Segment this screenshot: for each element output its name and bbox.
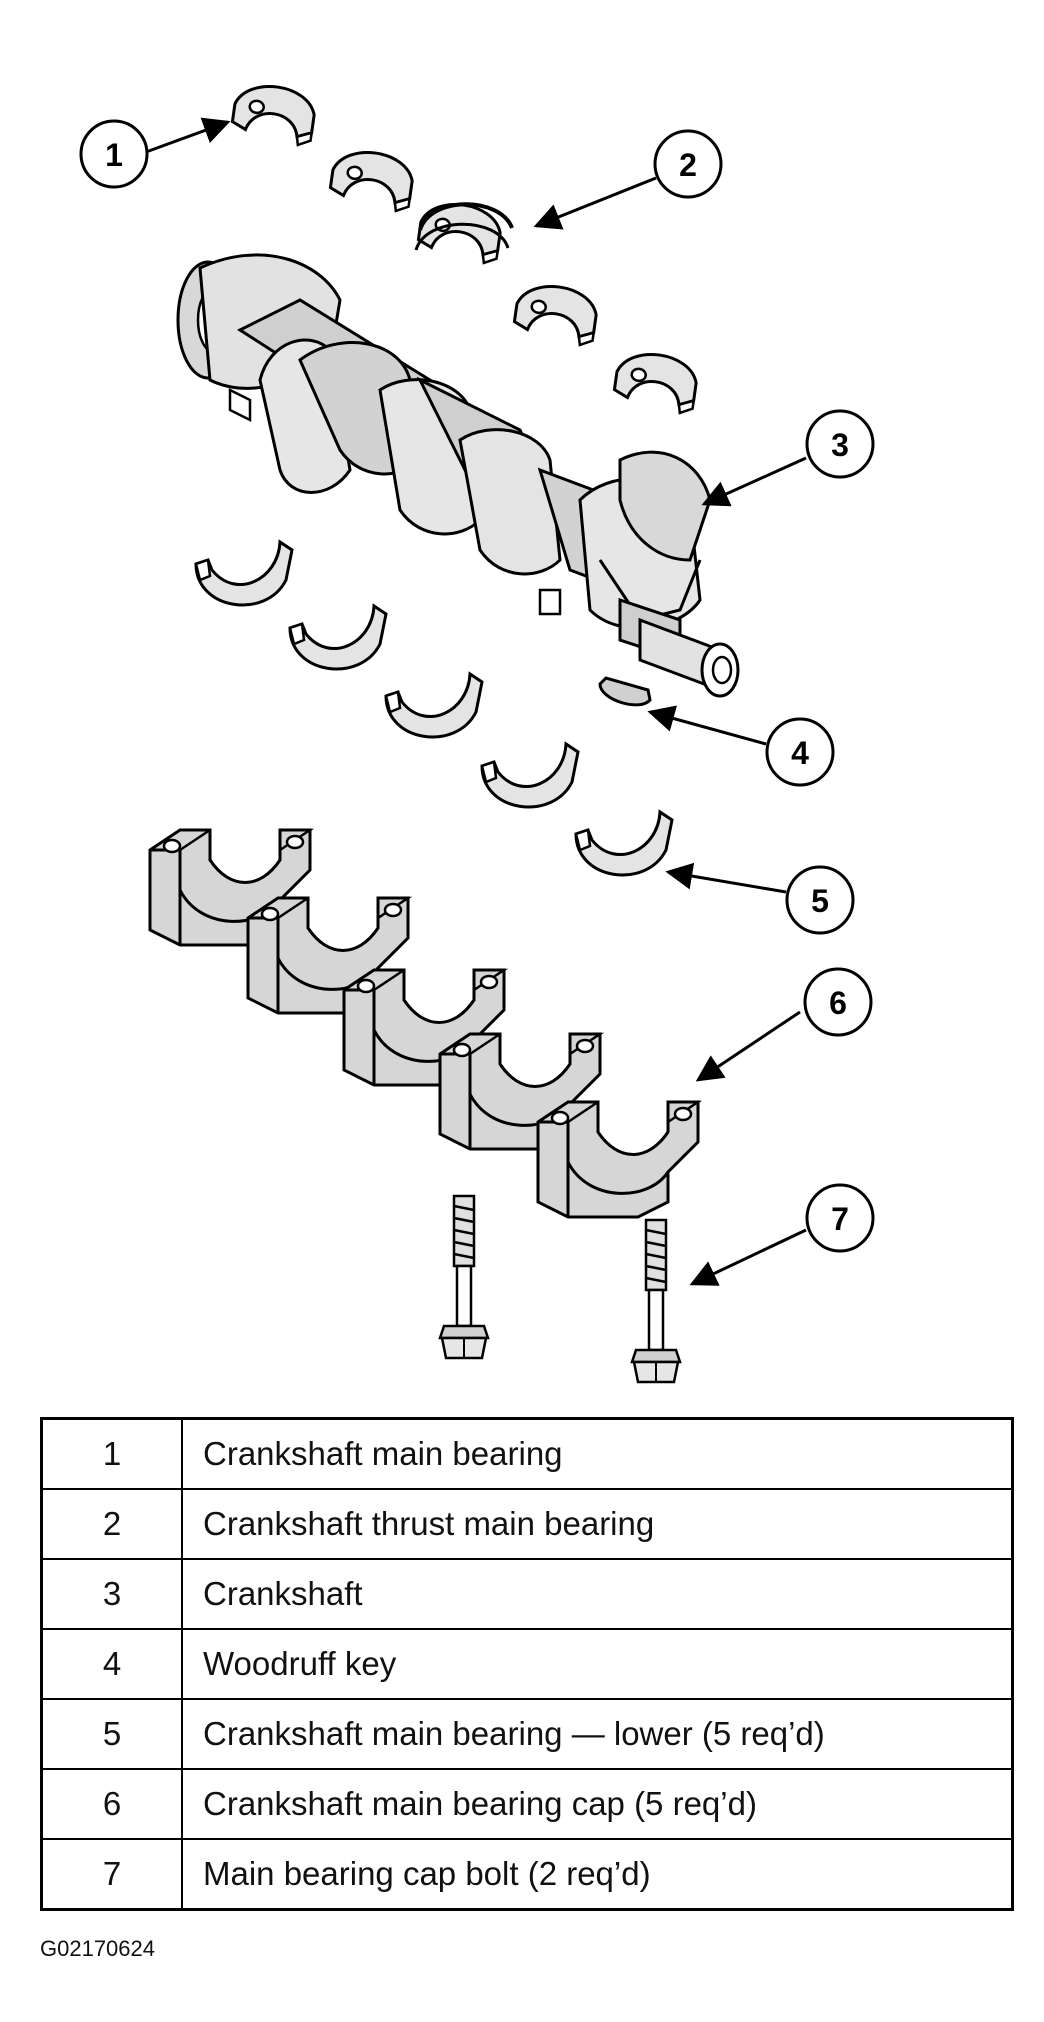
- upper-main-bearing-1: [228, 80, 319, 149]
- lower-main-bearing-3: [384, 672, 484, 739]
- legend-number: 3: [40, 1558, 183, 1630]
- table-row: 3 Crankshaft: [40, 1558, 1014, 1630]
- bearing-cap-5: [536, 1100, 700, 1219]
- exploded-view-illustration: 1 2 3 4 5 6 7: [79, 80, 875, 1384]
- legend-number: 6: [40, 1768, 183, 1840]
- legend-number: 7: [40, 1838, 183, 1911]
- upper-main-bearing-4: [610, 348, 701, 417]
- table-row: 4 Woodruff key: [40, 1628, 1014, 1700]
- svg-text:2: 2: [679, 147, 697, 183]
- legend-description: Woodruff key: [181, 1628, 1014, 1700]
- crankshaft: [176, 253, 740, 698]
- table-row: 6 Crankshaft main bearing cap (5 req’d): [40, 1768, 1014, 1840]
- legend-number: 5: [40, 1698, 183, 1770]
- callout-7: 7: [805, 1183, 875, 1253]
- lower-main-bearing-5: [574, 810, 674, 877]
- callout-4: 4: [765, 717, 835, 787]
- legend-number: 1: [40, 1417, 183, 1490]
- lower-main-bearing-1: [194, 540, 294, 607]
- legend-number: 4: [40, 1628, 183, 1700]
- lower-main-bearing-4: [480, 742, 580, 809]
- woodruff-key: [598, 676, 652, 707]
- upper-main-bearing-2: [326, 146, 417, 215]
- parts-legend-table: 1 Crankshaft main bearing 2 Crankshaft t…: [40, 1417, 1014, 1911]
- callout-3: 3: [805, 409, 875, 479]
- callout-5: 5: [785, 865, 855, 935]
- legend-number: 2: [40, 1488, 183, 1560]
- legend-description: Crankshaft thrust main bearing: [181, 1488, 1014, 1560]
- callout-1: 1: [79, 119, 149, 189]
- upper-main-bearing-3: [510, 280, 601, 349]
- table-row: 7 Main bearing cap bolt (2 req’d): [40, 1838, 1014, 1911]
- table-row: 5 Crankshaft main bearing — lower (5 req…: [40, 1698, 1014, 1770]
- svg-text:3: 3: [831, 427, 849, 463]
- legend-description: Crankshaft main bearing: [181, 1417, 1014, 1490]
- callout-6: 6: [803, 967, 873, 1037]
- table-row: 1 Crankshaft main bearing: [40, 1417, 1014, 1490]
- figure-code: G02170624: [40, 1936, 155, 1961]
- svg-text:1: 1: [105, 137, 123, 173]
- lower-main-bearing-2: [288, 604, 388, 671]
- legend-description: Crankshaft main bearing cap (5 req’d): [181, 1768, 1014, 1840]
- legend-description: Crankshaft main bearing — lower (5 req’d…: [181, 1698, 1014, 1770]
- legend-description: Crankshaft: [181, 1558, 1014, 1630]
- svg-text:7: 7: [831, 1201, 849, 1237]
- table-row: 2 Crankshaft thrust main bearing: [40, 1488, 1014, 1560]
- svg-text:4: 4: [791, 735, 809, 771]
- thrust-main-bearing: [414, 198, 514, 267]
- legend-description: Main bearing cap bolt (2 req’d): [181, 1838, 1014, 1911]
- cap-bolt-2: [630, 1218, 682, 1384]
- svg-text:6: 6: [829, 985, 847, 1021]
- callout-2: 2: [653, 129, 723, 199]
- svg-text:5: 5: [811, 883, 829, 919]
- cap-bolt-1: [438, 1194, 490, 1360]
- leader-arrows: [145, 117, 807, 1286]
